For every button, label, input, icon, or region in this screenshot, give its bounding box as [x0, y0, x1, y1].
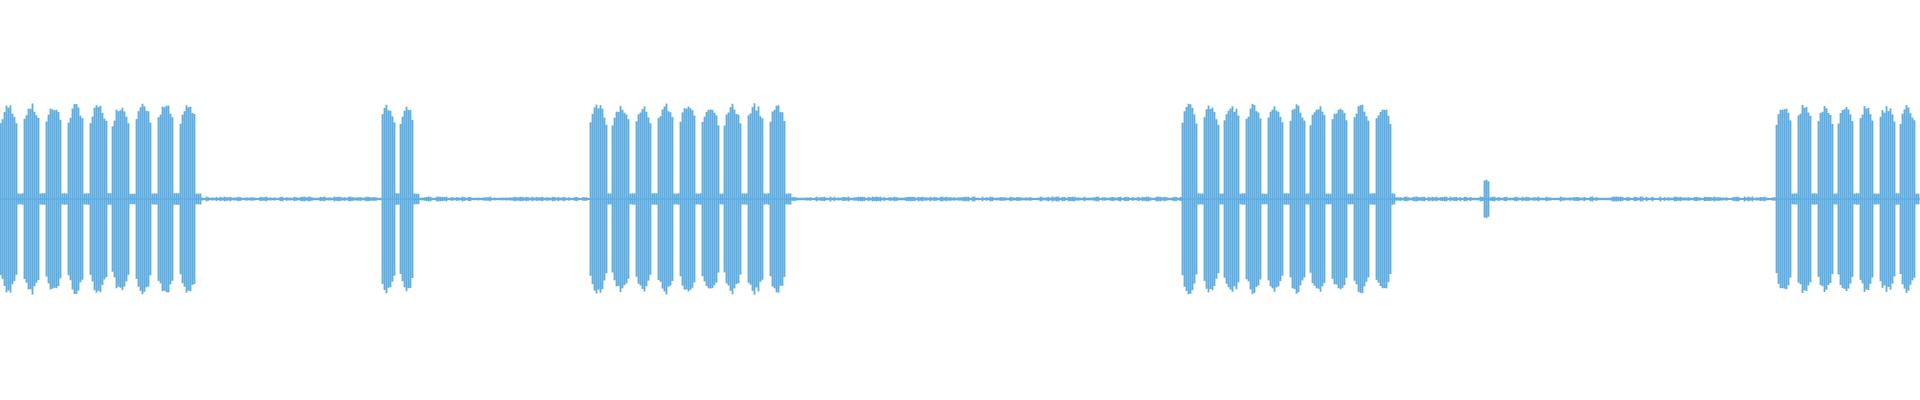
waveform-envelope [0, 103, 1920, 295]
waveform-samples [0, 103, 1920, 295]
